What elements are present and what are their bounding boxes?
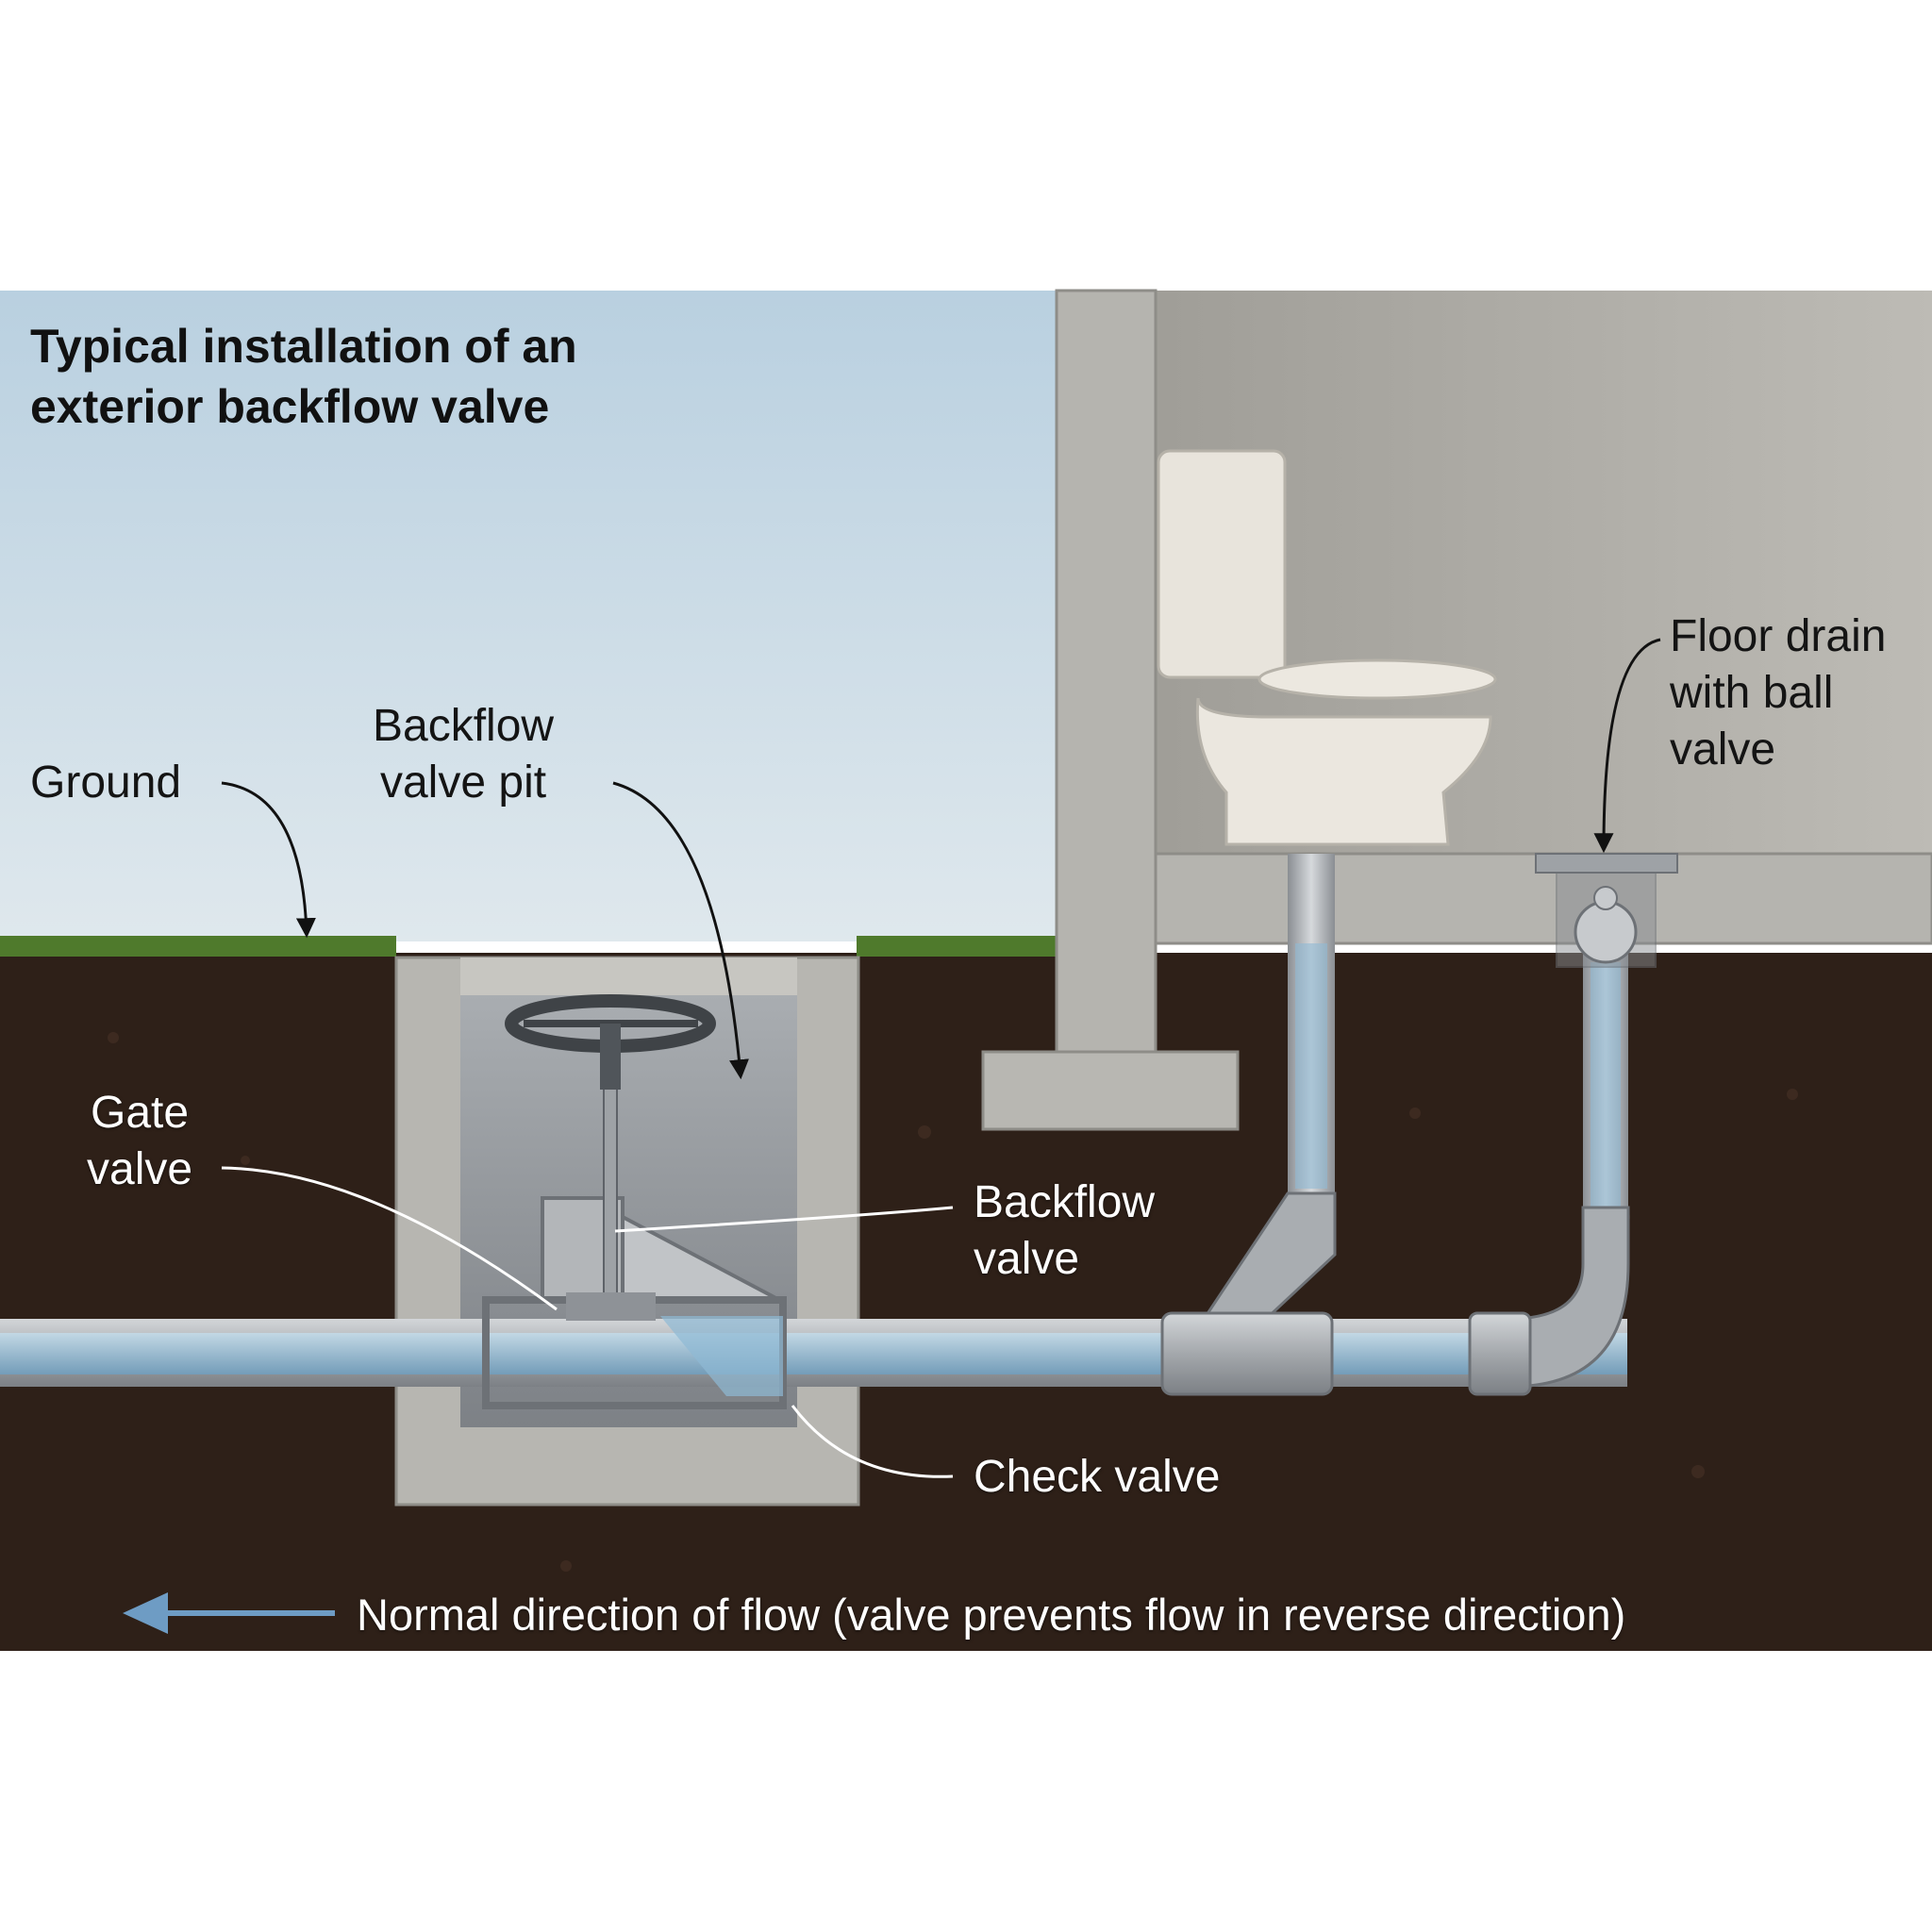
flow-arrow: [123, 1592, 335, 1634]
ball-valve-icon: [1535, 853, 1678, 968]
diagram-title: Typical installation of an exterior back…: [30, 316, 577, 437]
label-ground: Ground: [30, 758, 182, 808]
label-gate-line-2: valve: [87, 1144, 193, 1194]
grass-right: [857, 936, 1057, 957]
label-backflow-line-2: valve: [974, 1234, 1080, 1284]
toilet-wye-fitting: [1200, 1191, 1337, 1323]
check-valve-line: [791, 1405, 954, 1478]
handwheel-icon: [505, 994, 716, 1090]
footing: [981, 1050, 1240, 1131]
backflow-valve-line: [614, 1206, 954, 1233]
sky: [0, 291, 1057, 941]
label-floor-drain-line-3: valve: [1670, 724, 1776, 774]
label-check-valve: Check valve: [974, 1452, 1221, 1502]
label-pit-line-2: valve pit: [379, 758, 547, 808]
tee-coupling: [1160, 1311, 1334, 1396]
flow-direction-note: Normal direction of flow (valve prevents…: [357, 1590, 1626, 1640]
gate-valve-line: [221, 1166, 558, 1311]
grass-left: [0, 936, 396, 957]
title-line-2: exterior backflow valve: [30, 380, 550, 433]
title-line-1: Typical installation of an: [30, 320, 577, 373]
label-backflow-line-1: Backflow: [974, 1177, 1156, 1227]
pit-arrow: [612, 781, 749, 1080]
pipe-water: [0, 1333, 1627, 1374]
soil: [0, 953, 1932, 1651]
label-gate-line-1: Gate: [91, 1088, 190, 1138]
label-gate-valve: Gate valve: [87, 1085, 192, 1198]
valve-body: [482, 1084, 787, 1409]
ground-arrow: [221, 781, 316, 939]
elbow-coupling: [1468, 1311, 1532, 1396]
toilet-icon: [1157, 449, 1497, 846]
foundation-wall: [1055, 289, 1158, 1113]
label-backflow-valve-pit: Backflow valve pit: [373, 698, 554, 811]
label-floor-drain-line-1: Floor drain: [1670, 611, 1887, 661]
label-pit-line-1: Backflow: [373, 701, 555, 751]
label-floor-drain: Floor drain with ball valve: [1670, 608, 1886, 778]
label-floor-drain-line-2: with ball: [1670, 668, 1834, 718]
label-backflow-valve: Backflow valve: [974, 1174, 1155, 1288]
leader-lines: [221, 638, 1661, 1478]
floor-drain-arrow: [1593, 638, 1661, 854]
